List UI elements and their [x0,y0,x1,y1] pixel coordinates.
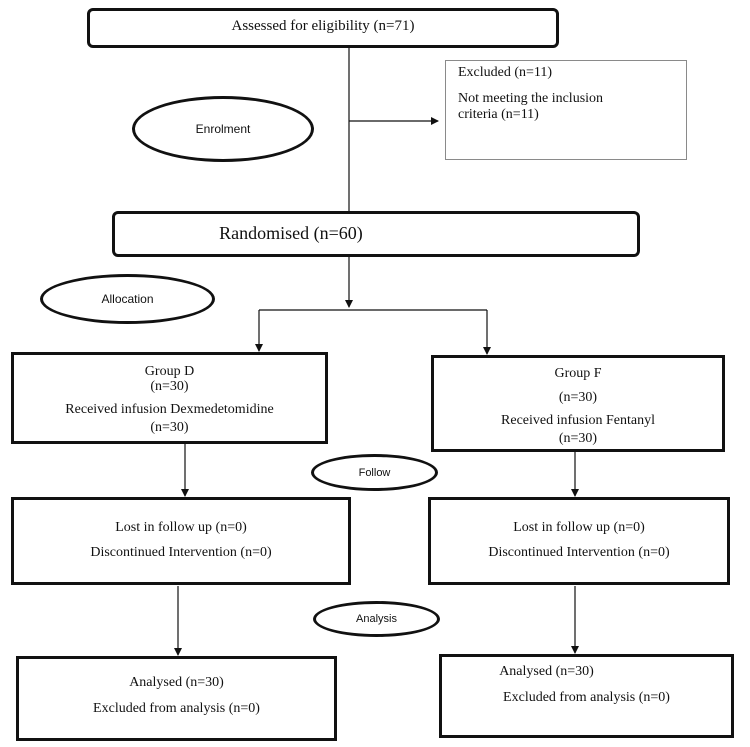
group-f-followup-box: Lost in follow up (n=0) Discontinued Int… [428,497,730,585]
group-f-analysis-box: Analysed (n=30) Excluded from analysis (… [439,654,734,738]
group-f-box: Group F (n=30) Received infusion Fentany… [431,355,725,452]
stage-follow-oval: Follow [311,454,438,491]
excluded-reason-line2: criteria (n=11) [458,107,539,122]
group-d-infusion: Received infusion Dexmedetomidine [65,402,274,417]
excluded-box: Excluded (n=11) Not meeting the inclusio… [445,60,687,160]
group-d-box: Group D (n=30) Received infusion Dexmede… [11,352,328,444]
stage-follow-label: Follow [358,466,391,479]
group-d-n: (n=30) [150,379,189,394]
stage-analysis-label: Analysis [356,613,397,625]
group-d-title: Group D [144,364,195,379]
group-f-infusion: Received infusion Fentanyl [501,413,655,428]
stage-allocation-label: Allocation [101,292,154,306]
group-f-title: Group F [554,366,602,381]
group-d-analysis-box: Analysed (n=30) Excluded from analysis (… [16,656,337,741]
group-d-discontinued: Discontinued Intervention (n=0) [90,545,272,560]
excluded-reason-line1: Not meeting the inclusion [458,91,604,106]
group-f-discontinued: Discontinued Intervention (n=0) [488,545,670,560]
stage-enrolment-oval: Enrolment [132,96,314,162]
group-f-excluded-analysis: Excluded from analysis (n=0) [503,690,670,705]
group-f-infusion-n: (n=30) [558,431,598,446]
group-d-infusion-n: (n=30) [150,420,189,435]
assessed-label: Assessed for eligibility (n=71) [231,18,415,34]
stage-allocation-oval: Allocation [40,274,215,324]
randomised-box: Randomised (n=60) [112,211,640,257]
group-d-followup-box: Lost in follow up (n=0) Discontinued Int… [11,497,351,585]
group-d-analysed: Analysed (n=30) [129,675,224,690]
stage-enrolment-label: Enrolment [195,122,251,136]
assessed-box: Assessed for eligibility (n=71) [87,8,559,48]
excluded-title: Excluded (n=11) [458,65,553,80]
stage-analysis-oval: Analysis [313,601,440,637]
group-f-analysed: Analysed (n=30) [499,664,594,679]
group-f-n: (n=30) [558,390,598,405]
group-d-excluded-analysis: Excluded from analysis (n=0) [93,701,260,716]
group-d-lost-followup: Lost in follow up (n=0) [115,520,247,535]
group-f-lost-followup: Lost in follow up (n=0) [513,520,645,535]
randomised-label: Randomised (n=60) [219,223,363,243]
